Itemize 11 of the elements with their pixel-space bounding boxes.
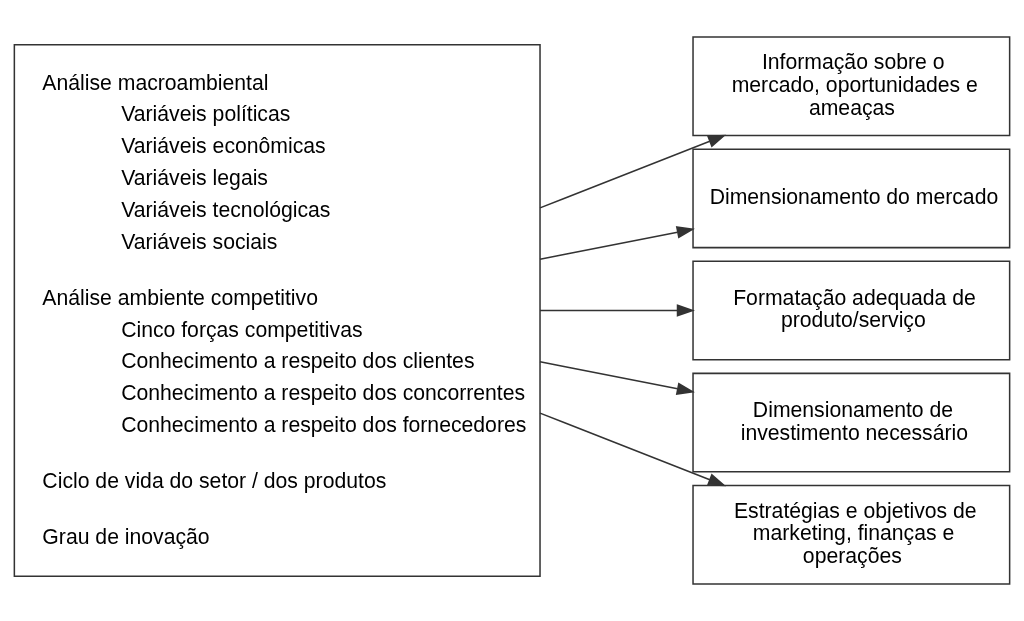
arrow — [539, 361, 695, 395]
arrow — [539, 412, 727, 487]
node-box: Informação sobre o mercado, oportunidades e ameaças — [692, 36, 1011, 137]
node-box: Dimensionamento do mercado — [692, 148, 1011, 249]
node-box: Análise macroambiental Variáveis políticas Variáveis econômicas Variáveis legais Variáveis tecnológicas Variáveis sociais Análise ambiente competitivo Cinco forças competitivas Conhecimento a respeito dos clientes Conhecimento a respeito dos concorrentes Conhecimento a respeito dos fornecedores Ciclo de vida do setor / dos produtos Grau de inovação — [13, 43, 541, 578]
arrow — [539, 226, 695, 260]
node-box: Formatação adequada de produto/serviço — [692, 260, 1011, 361]
node-box: Dimensionamento de investimento necessário — [692, 372, 1011, 473]
arrow — [539, 134, 727, 209]
node-box: Estratégias e objetivos de marketing, finanças e operações — [692, 484, 1011, 585]
arrow — [539, 304, 695, 317]
